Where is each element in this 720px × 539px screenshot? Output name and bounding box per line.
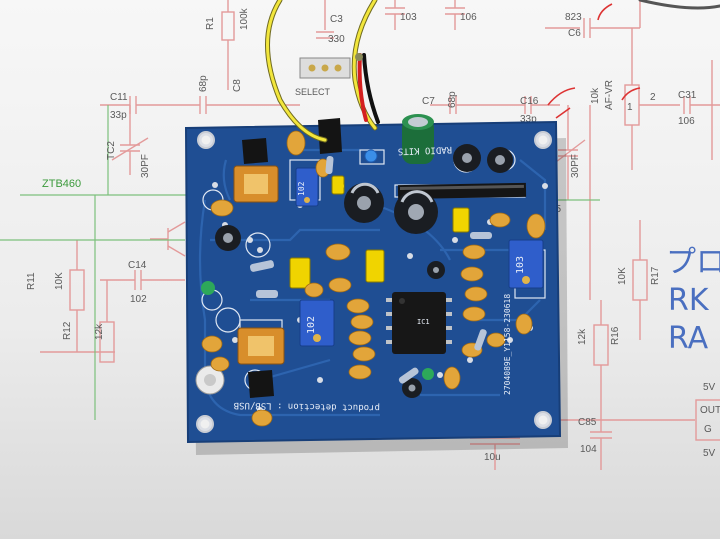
schematic-label-c106b: 106 [678, 116, 695, 127]
schematic-label-v5b: 5V [703, 448, 716, 459]
schematic-label-c16: C16 [520, 96, 539, 107]
wires [265, 0, 720, 143]
schematic-label-c8: C8 [232, 79, 243, 92]
schematic-label-tc2v: 30PF [140, 154, 151, 178]
schematic-label-c8v: 68p [198, 75, 209, 92]
schematic-label-c823: 823 [565, 12, 582, 23]
schematic-label-afvr: AF-VR [604, 80, 615, 110]
schematic-label-c3: C3 [330, 14, 343, 25]
schematic-label-c31: C31 [678, 90, 697, 101]
vr2-label: 103 [515, 256, 526, 274]
header-pin [321, 64, 329, 72]
transistors [242, 118, 342, 398]
green-part [201, 281, 215, 295]
schematic-label-c6: C6 [568, 28, 581, 39]
vr-top-label: 102 [297, 181, 306, 196]
schematic-label-r11: R11 [26, 272, 37, 290]
schematic-label-r16: R16 [610, 326, 621, 345]
schematic-label-n2: 2 [650, 92, 656, 103]
ic-label: IC1 [417, 318, 430, 326]
schematic-lines [40, 0, 720, 470]
schematic-label-c14v: 102 [130, 294, 147, 305]
schematic-label-outl: OUT [700, 405, 720, 416]
jp-label-1: プロ [666, 245, 720, 280]
header-pin [334, 64, 342, 72]
schematic-label-r16v: 12k [577, 328, 588, 345]
yellow-led [334, 181, 344, 191]
jp-label-2: RK [668, 283, 710, 318]
schematic-label-c10u: 10u [484, 452, 501, 463]
schematic-label-vr10k: 10k [590, 87, 601, 104]
ceramic-capacitors [201, 130, 546, 427]
resistors [249, 156, 492, 384]
schematic-label-c85: C85 [578, 417, 597, 428]
blue-led [364, 149, 378, 163]
schematic-label-r17v: 10K [617, 267, 628, 285]
strip-highlight [399, 184, 524, 191]
trimmer-capacitors [233, 165, 285, 365]
schematic-label-r12v: 12k [94, 323, 105, 340]
header-pin [308, 64, 316, 72]
schematic-label-c7v: 68p [447, 91, 458, 108]
schematic-label-r12: R12 [62, 321, 73, 340]
schematic-label-c14: C14 [128, 260, 147, 271]
schematic-label-c7: C7 [422, 96, 435, 107]
schematic-label-v5a: 5V [703, 382, 716, 393]
green-part [422, 368, 434, 380]
ic-pins [386, 298, 452, 344]
schematic-label-c106a: 106 [460, 12, 477, 23]
schematic-label-c11: C11 [110, 92, 128, 103]
schematic-label-tc1v: 30PF [570, 154, 581, 178]
ic-notch [399, 298, 405, 304]
jp-label-3: RA [668, 321, 709, 356]
schematic-label-r1: R1 [205, 17, 216, 30]
silk-detect: product detection : LSB/USB [234, 400, 380, 413]
ztb-label: ZTB460 [42, 178, 81, 190]
schematic-label-c16v: 33p [520, 114, 537, 125]
wire-joint [355, 53, 363, 61]
red-pen-marks [547, 3, 641, 119]
ic-chip [392, 292, 446, 354]
schematic-label-select: SELECT [295, 87, 331, 97]
schematic-label-r11v: 10K [54, 272, 65, 290]
silk-radio-kits: RADIO KITS [398, 144, 453, 156]
schematic-label-n1: 1 [627, 102, 633, 113]
schematic-label-r17: R17 [650, 266, 661, 285]
schematic-label-c103: 103 [400, 12, 417, 23]
schematic-label-c104: 104 [580, 444, 597, 455]
white-trimmer-core [204, 374, 216, 386]
schematic-label-gl: G [704, 424, 712, 435]
vr1-label: 102 [306, 316, 317, 334]
schematic-label-tc2: TC2 [106, 141, 117, 160]
schematic-label-c3v: 330 [328, 34, 345, 45]
yellow-jumpers [289, 175, 470, 289]
trimmer-pots [295, 167, 544, 347]
electrolytic-capacitors [215, 114, 513, 398]
mounting-holes [196, 131, 552, 433]
schematic-label-c11v: 33p [110, 110, 127, 121]
schematic-label-r1v: 100k [239, 7, 250, 30]
silk-serial: 2704089E_Y1158-230618 [503, 294, 512, 395]
